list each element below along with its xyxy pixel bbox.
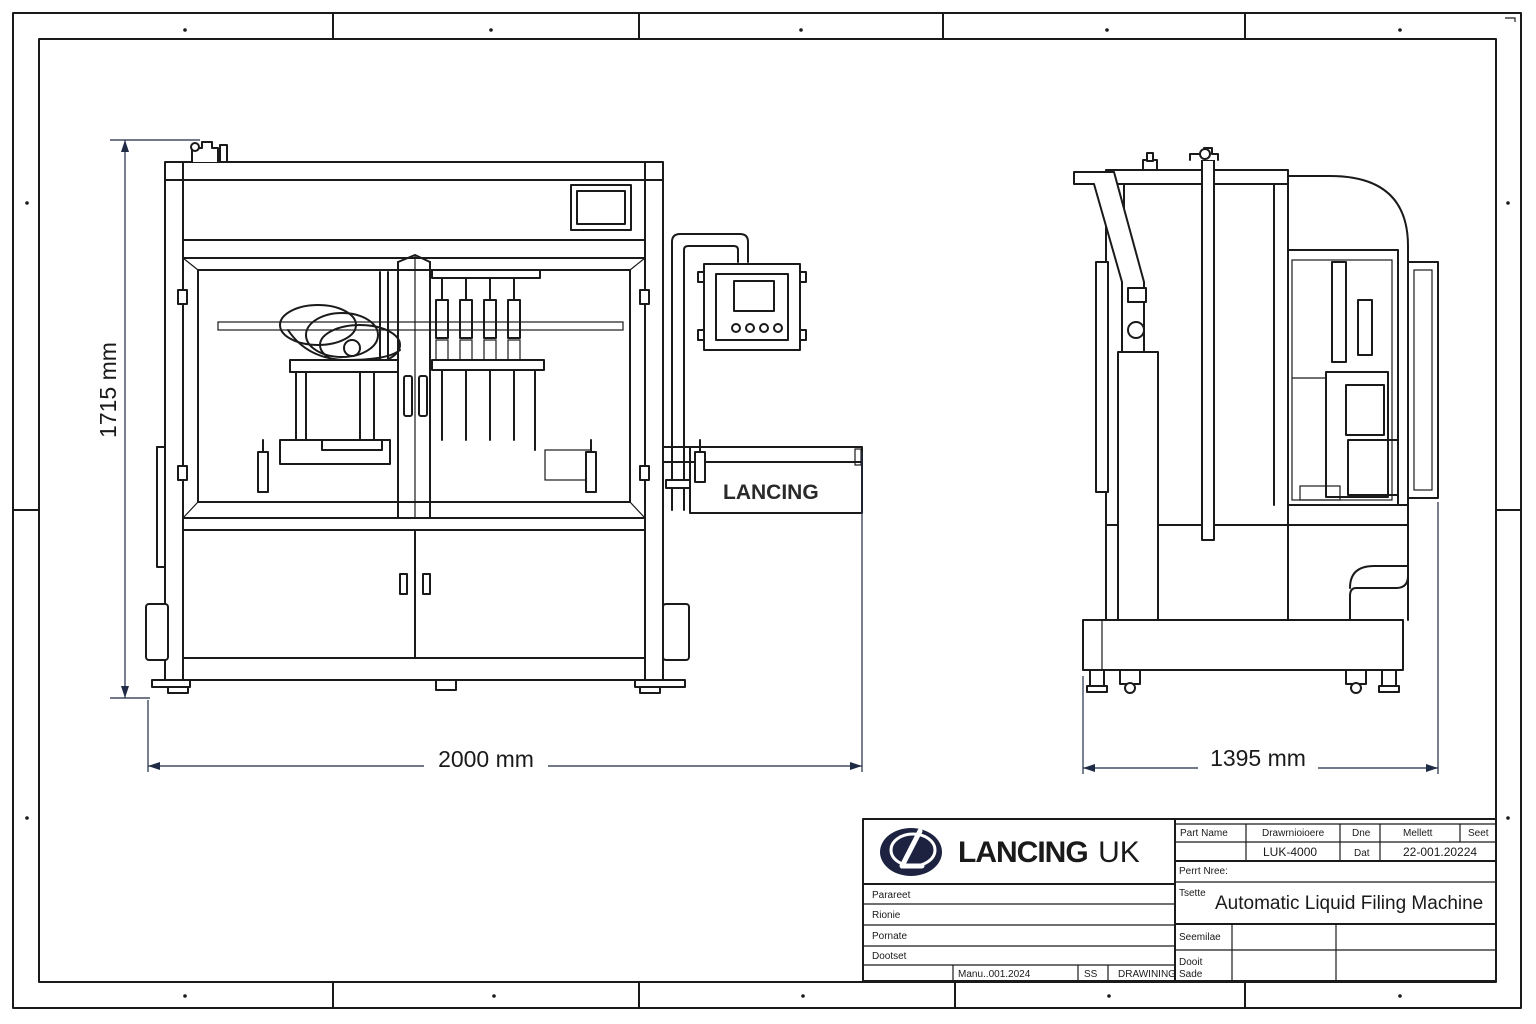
part-number-value: LUK-4000 (1263, 845, 1317, 859)
scale-label: Seemilae (1179, 932, 1221, 943)
front-filling-assembly (279, 269, 592, 481)
header-drawing-no: Drawrnioioere (1262, 828, 1325, 839)
manufacture-date: Manu..001.2024 (958, 969, 1031, 980)
machine-brand-label: LANCING (723, 481, 819, 504)
dimension-height-label: 1715 mm (95, 342, 121, 438)
dimension-depth (1082, 502, 1439, 774)
front-conveyor (156, 446, 863, 568)
header-part-name: Part Name (1180, 828, 1228, 839)
lancing-logo-icon (880, 828, 942, 876)
dimension-height (110, 139, 200, 699)
left-row-2: Rionie (872, 910, 901, 921)
date-value: 22-001.20224 (1403, 845, 1477, 859)
drawing-title: Automatic Liquid Filing Machine (1215, 893, 1483, 914)
left-row-3: Pornate (872, 931, 907, 942)
header-sheet: Seet (1468, 828, 1489, 839)
bottom-right-sub: Sade (1179, 969, 1203, 980)
bottom-right-label: Dooit (1179, 957, 1203, 968)
drawing-label: DRAWINING (1118, 969, 1176, 980)
title-block: LANCING UK Part Name Drawrnioioere Dne M… (862, 818, 1497, 982)
front-bottle-guides (257, 439, 706, 493)
header-date: Dne (1352, 828, 1371, 839)
ss-label: SS (1084, 969, 1098, 980)
brand-suffix: UK (1098, 836, 1140, 869)
dimension-width-label: 2000 mm (438, 746, 534, 772)
title-label: Tsette (1179, 888, 1206, 899)
dat-label: Dat (1354, 848, 1370, 859)
brand-name: LANCING (958, 836, 1088, 869)
drawing-frame (12, 12, 1522, 1009)
front-control-box (665, 233, 807, 511)
left-row-4: Dootset (872, 951, 907, 962)
front-view: LANCING (145, 141, 863, 694)
part-name-row-label: Perrt Nree: (1179, 866, 1228, 877)
dimension-depth-label: 1395 mm (1210, 745, 1306, 771)
front-lower-cabinet (145, 529, 690, 694)
side-view (1073, 147, 1439, 694)
left-row-1: Parareet (872, 890, 911, 901)
title-block-brand: LANCING UK (958, 836, 1140, 869)
header-model: Mellett (1403, 828, 1433, 839)
dimension-width (147, 452, 863, 772)
